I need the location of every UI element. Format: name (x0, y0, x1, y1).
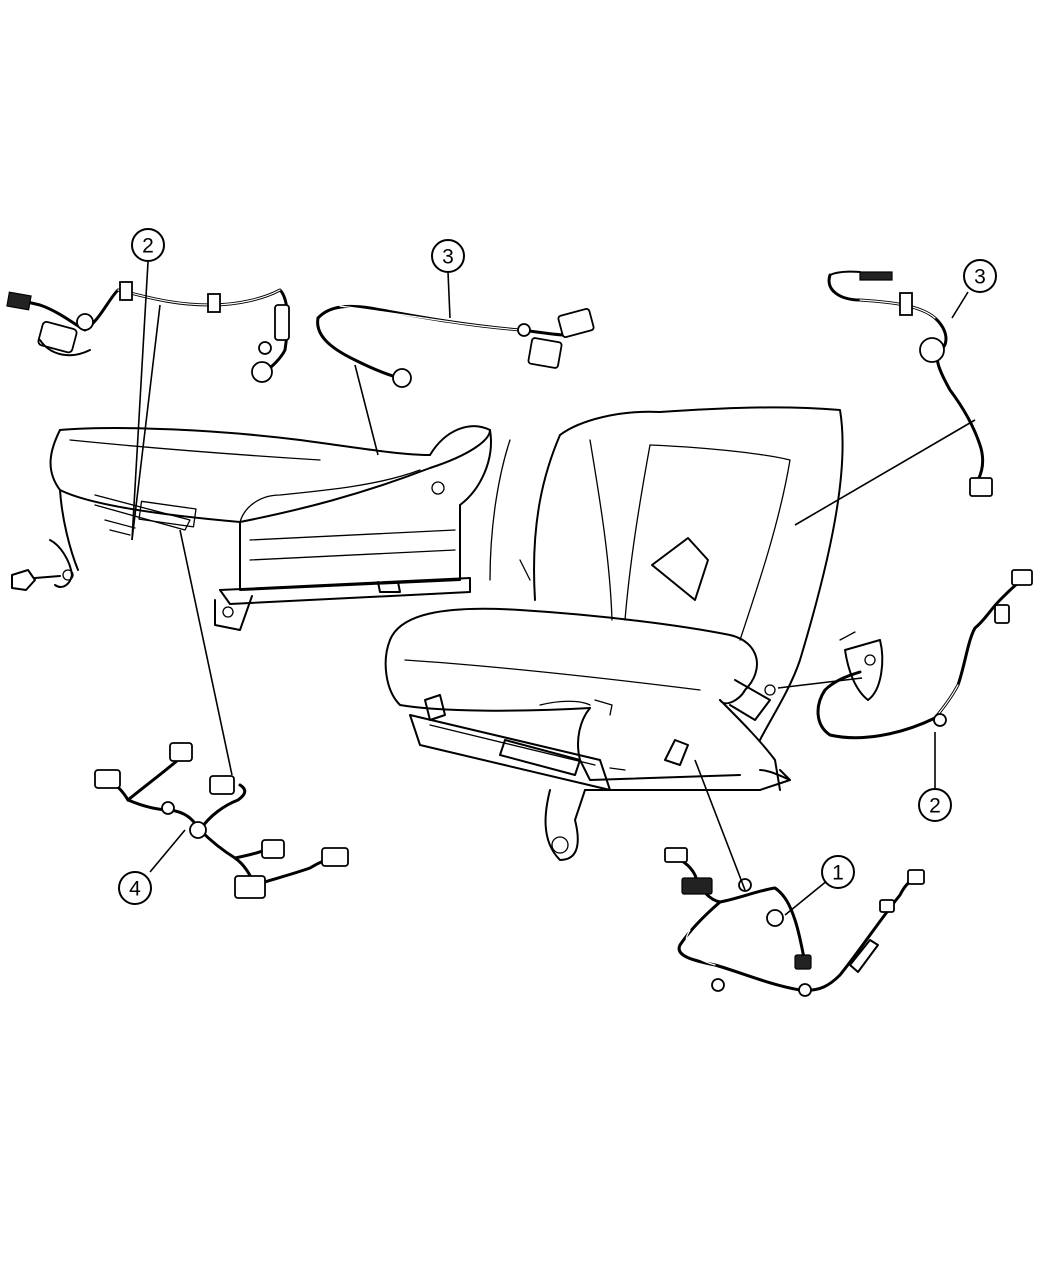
harness-3-right (827, 270, 993, 497)
harness-2-right (816, 569, 1033, 740)
callout-2-right: 2 (918, 788, 952, 822)
callout-3-upper-middle-label: 3 (442, 246, 454, 269)
callout-4-label: 4 (129, 878, 141, 901)
harness-2-upper (6, 281, 290, 383)
callout-3-upper-middle: 3 (431, 239, 465, 273)
right-full-seat (384, 406, 844, 861)
callout-2-upper-left: 2 (131, 228, 165, 262)
left-seat-cushion (11, 425, 492, 631)
harness-4 (94, 742, 349, 899)
leader-lines (131, 261, 976, 916)
callout-1-label: 1 (832, 862, 844, 885)
harness-3-upper (316, 304, 595, 388)
callout-2-right-label: 2 (929, 795, 941, 818)
callout-1: 1 (821, 855, 855, 889)
harness-1 (664, 847, 925, 997)
callout-3-upper-right-label: 3 (974, 266, 986, 289)
callout-2-upper-left-label: 2 (142, 235, 154, 258)
callout-4: 4 (118, 871, 152, 905)
callout-3-upper-right: 3 (963, 259, 997, 293)
